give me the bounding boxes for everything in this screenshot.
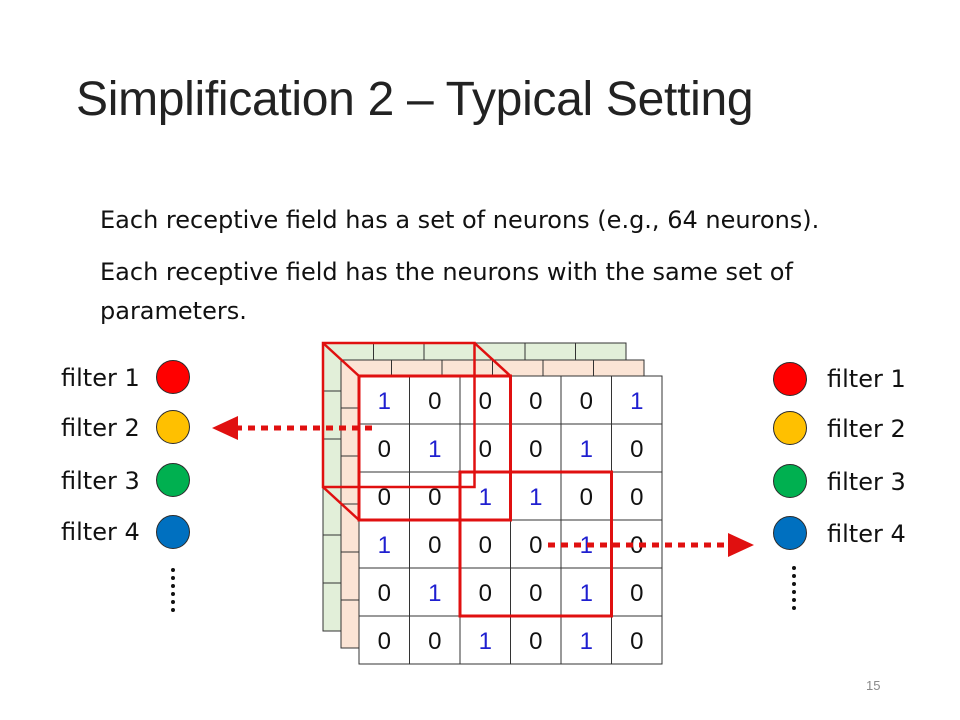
cell-value: 0 <box>479 436 492 463</box>
slide-title: Simplification 2 – Typical Setting <box>76 73 754 126</box>
cell-value: 0 <box>428 484 441 511</box>
cell-value: 0 <box>378 580 391 607</box>
receptive-field-edge <box>322 486 360 521</box>
left-filter-3-dot <box>156 463 190 497</box>
cell-value: 1 <box>529 484 542 511</box>
cell-value: 0 <box>378 436 391 463</box>
cell-value: 0 <box>479 532 492 559</box>
left-more-filters-ellipsis <box>171 568 179 612</box>
right-more-filters-ellipsis <box>792 566 800 610</box>
cell-value: 0 <box>529 532 542 559</box>
cell-value: 0 <box>479 388 492 415</box>
cell-value: 1 <box>580 532 593 559</box>
cell-value: 0 <box>580 388 593 415</box>
arrow-head-left <box>212 416 238 440</box>
paragraph-receptive-field-neurons: Each receptive field has a set of neuron… <box>100 206 820 234</box>
cell-value: 1 <box>428 580 441 607</box>
cell-value: 0 <box>630 580 643 607</box>
cell-value: 0 <box>428 532 441 559</box>
cell-value: 0 <box>479 580 492 607</box>
right-filter-2-dot <box>773 411 807 445</box>
receptive-field-center <box>458 470 613 618</box>
cell-value: 0 <box>630 484 643 511</box>
cell-value: 0 <box>529 628 542 655</box>
paragraph-shared-parameters: Each receptive field has the neurons wit… <box>100 258 793 325</box>
cell-value: 1 <box>630 388 643 415</box>
receptive-field-back-face <box>321 341 476 489</box>
right-filter-2-label: filter 2 <box>827 415 906 443</box>
cell-value: 0 <box>428 628 441 655</box>
cell-value: 1 <box>378 388 391 415</box>
right-filter-3-dot <box>773 464 807 498</box>
right-filter-1-dot <box>773 362 807 396</box>
right-filter-3-label: filter 3 <box>827 468 906 496</box>
left-filter-3-label: filter 3 <box>61 467 140 495</box>
right-filter-4-label: filter 4 <box>827 520 906 548</box>
arrow-head-right <box>728 533 754 557</box>
cell-value: 1 <box>479 628 492 655</box>
cell-value: 1 <box>378 532 391 559</box>
cell-value: 1 <box>580 436 593 463</box>
cell-value: 0 <box>529 436 542 463</box>
cell-value: 0 <box>630 628 643 655</box>
cell-value: 0 <box>580 484 593 511</box>
cell-value: 0 <box>630 532 643 559</box>
cell-value: 0 <box>378 628 391 655</box>
left-filter-1-dot <box>156 360 190 394</box>
receptive-field-edge <box>322 342 360 377</box>
cell-value: 0 <box>378 484 391 511</box>
receptive-field-top-left <box>357 374 512 522</box>
left-filter-1-label: filter 1 <box>61 364 140 392</box>
cell-value: 1 <box>580 628 593 655</box>
right-filter-1-label: filter 1 <box>827 365 906 393</box>
left-filter-4-label: filter 4 <box>61 518 140 546</box>
left-filter-2-label: filter 2 <box>61 414 140 442</box>
cell-value: 1 <box>479 484 492 511</box>
left-filter-4-dot <box>156 515 190 549</box>
page-number: 15 <box>866 678 881 693</box>
cell-value: 0 <box>428 388 441 415</box>
cell-value: 1 <box>428 436 441 463</box>
cell-value: 0 <box>529 388 542 415</box>
cell-value: 0 <box>529 580 542 607</box>
right-filter-4-dot <box>773 516 807 550</box>
left-filter-2-dot <box>156 410 190 444</box>
cell-value: 1 <box>580 580 593 607</box>
receptive-field-edge <box>473 342 512 377</box>
cell-value: 0 <box>630 436 643 463</box>
